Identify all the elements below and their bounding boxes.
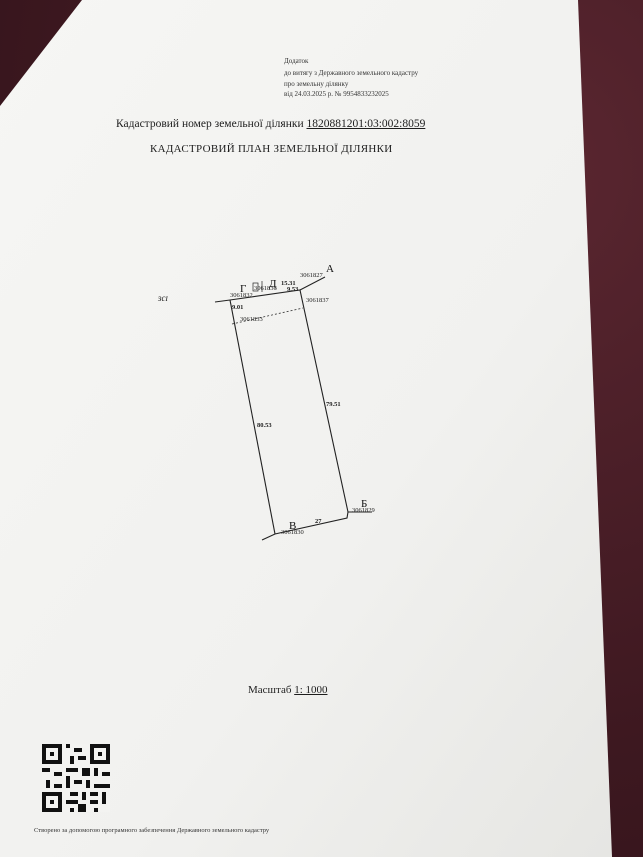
point-d: Д bbox=[269, 278, 277, 290]
plot-left-side bbox=[229, 299, 276, 535]
neighbor-left-upper: 3061832 bbox=[230, 292, 253, 299]
annex-line-2: до витягу з Державного земельного кадаст… bbox=[284, 69, 419, 77]
cadastral-number: 1820881201:03:002:8059 bbox=[306, 118, 426, 130]
annex-line-4: від 24.03.2025 р. № 9954833232025 bbox=[284, 90, 389, 98]
paper-surface bbox=[0, 0, 612, 857]
neighbor-top-right: 3061827 bbox=[300, 272, 323, 279]
point-v: В bbox=[289, 520, 297, 532]
top-mark-1 bbox=[252, 282, 259, 292]
point-b: Б bbox=[361, 498, 368, 510]
internal-dashed-line bbox=[231, 307, 304, 325]
scale-value: 1: 1000 bbox=[294, 684, 328, 696]
dimension-top-right: 9.53 bbox=[287, 286, 299, 293]
neighbor-top-small: 3061836 bbox=[254, 285, 277, 292]
footer-note: Створено за допомогою програмного забезп… bbox=[34, 827, 270, 834]
cadastral-label: Кадастровий номер земельної ділянки bbox=[116, 118, 304, 130]
neighbor-bottom: 3061830 bbox=[281, 529, 304, 536]
dimension-top: 15.31 bbox=[281, 280, 296, 287]
neighbor-inner: 3061833 bbox=[240, 316, 263, 323]
plan-title: КАДАСТРОВИЙ ПЛАН ЗЕМЕЛЬНОЇ ДІЛЯНКИ bbox=[150, 143, 393, 155]
point-a: А bbox=[326, 263, 334, 275]
dimension-top-left: 9.01 bbox=[232, 304, 244, 311]
stray-mark: ɜcɪ bbox=[158, 293, 168, 303]
neighbor-bottom-right: 3061829 bbox=[352, 507, 375, 514]
point-g: Г bbox=[240, 283, 247, 295]
scale-label: Масштаб bbox=[248, 684, 292, 696]
dimension-bottom: 27 bbox=[315, 518, 322, 525]
dimension-left: 80.53 bbox=[257, 422, 272, 429]
cadastral-number-line: Кадастровий номер земельної ділянки 1820… bbox=[116, 118, 425, 130]
scale-line: Масштаб 1: 1000 bbox=[248, 684, 328, 696]
boundary-top-extension bbox=[299, 276, 326, 291]
qr-code bbox=[42, 744, 110, 812]
annex-line-3: про земельну ділянку bbox=[284, 80, 349, 88]
dimension-right: 79.51 bbox=[326, 401, 341, 408]
neighbor-right-upper: 3061837 bbox=[306, 297, 329, 304]
annex-line-1: Додаток bbox=[284, 57, 309, 65]
